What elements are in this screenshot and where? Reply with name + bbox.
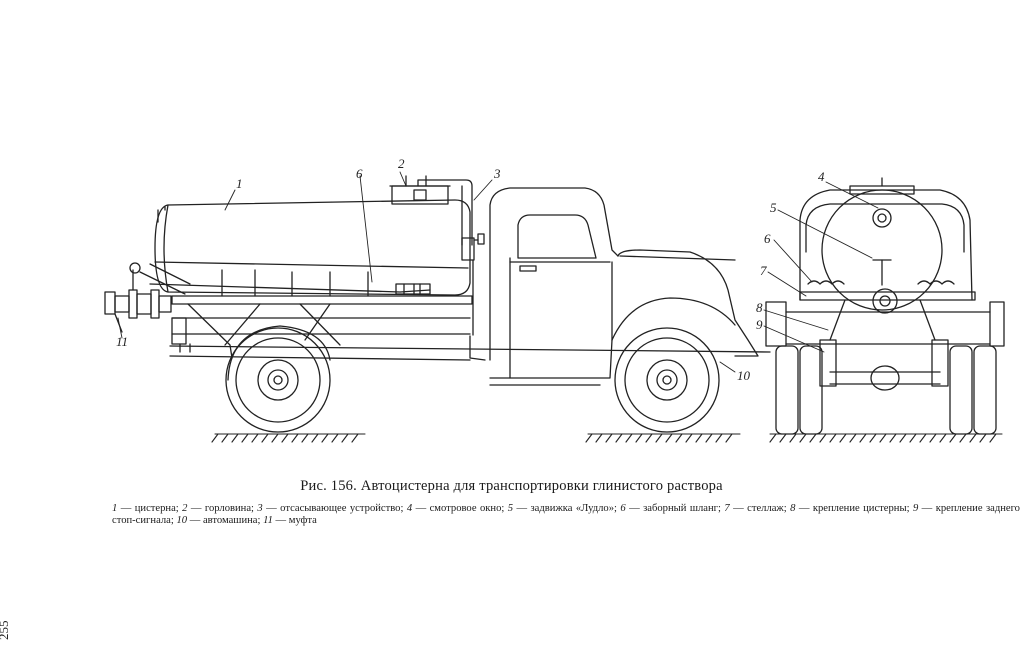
tank	[154, 199, 471, 296]
hood	[611, 249, 759, 357]
legend-item-text: — муфта	[272, 515, 317, 526]
legend-item-number: 3	[257, 503, 263, 514]
legend-item-number: 6	[620, 503, 626, 514]
legend-item-text: — автомашина;	[187, 515, 264, 526]
suction-pipe	[417, 179, 485, 336]
ground-hatch-rear-view	[769, 433, 1003, 443]
chassis-frame	[169, 335, 771, 361]
tank-neck	[389, 175, 451, 205]
callout-6-rear: 6	[764, 231, 771, 246]
legend-item-text: — крепление заднего стоп-сигнала;	[112, 503, 1020, 526]
intake-hose	[139, 263, 431, 295]
legend-item: 1 — цистерна;	[112, 503, 182, 514]
front-wheel	[614, 327, 720, 433]
figure-legend: 1 — цистерна; 2 — горловина; 3 — отсасыв…	[112, 503, 1020, 527]
callout-10: 10	[737, 368, 751, 383]
legend-item: 2 — горловина;	[182, 503, 257, 514]
legend-item-number: 2	[182, 503, 188, 514]
legend-item: 4 — смотровое окно;	[407, 503, 508, 514]
legend-item: 9 — крепление заднего стоп-сигнала;	[112, 503, 1020, 526]
legend-item: 11 — муфта	[263, 515, 317, 526]
legend-item: 8 — крепление цистерны;	[790, 503, 913, 514]
callout-5: 5	[770, 200, 777, 215]
figure-caption: Рис. 156. Автоцистерна для транспортиров…	[300, 478, 723, 494]
callout-3: 3	[493, 166, 501, 181]
callout-4: 4	[818, 169, 825, 184]
legend-item-text: — задвижка «Лудло»;	[513, 503, 621, 514]
rear-wheel	[225, 325, 331, 433]
legend-item: 6 — заборный шланг;	[620, 503, 724, 514]
legend-item: 7 — стеллаж;	[724, 503, 790, 514]
legend-item-number: 1	[112, 503, 118, 514]
side-view	[104, 171, 771, 443]
callout-7: 7	[760, 263, 767, 278]
callout-11: 11	[116, 334, 128, 349]
page-number: 255	[0, 620, 11, 641]
legend-item: 5 — задвижка «Лудло»;	[508, 503, 621, 514]
legend-item-number: 5	[507, 503, 514, 514]
legend-item: 3 — отсасывающее устройство;	[257, 503, 406, 514]
callout-labels: 1 2 3 4 5 6 7 8 9 10 11 6	[116, 156, 825, 383]
legend-item-number: 8	[790, 503, 796, 514]
legend-item-number: 7	[724, 503, 730, 514]
legend-item: 10 — автомашина;	[176, 515, 263, 526]
legend-item-text: — стеллаж;	[729, 503, 791, 514]
legend-item-text: — цистерна;	[117, 503, 183, 514]
side-leaders	[117, 171, 736, 373]
callout-9: 9	[756, 317, 763, 332]
rack	[171, 269, 473, 359]
legend-item-number: 4	[406, 503, 413, 514]
callout-2: 2	[398, 156, 405, 171]
rear-view	[763, 177, 1005, 443]
ground-hatch-front	[585, 433, 741, 443]
rear-leaders	[763, 181, 879, 353]
callout-1: 1	[236, 176, 243, 191]
legend-item-number: 11	[263, 515, 273, 526]
cab	[489, 187, 619, 386]
ground-hatch-rear	[211, 433, 366, 443]
legend-item-number: 9	[912, 503, 919, 514]
legend-item-text: — смотровое окно;	[412, 503, 508, 514]
legend-item-text: — отсасывающее устройство;	[262, 503, 407, 514]
legend-item-text: — крепление цистерны;	[795, 503, 913, 514]
legend-item-text: — горловина;	[187, 503, 258, 514]
legend-item-text: — заборный шланг;	[625, 503, 725, 514]
legend-item-number: 10	[176, 515, 188, 526]
callout-8: 8	[756, 300, 763, 315]
callout-6: 6	[356, 166, 363, 181]
rear-coupling	[104, 262, 172, 333]
